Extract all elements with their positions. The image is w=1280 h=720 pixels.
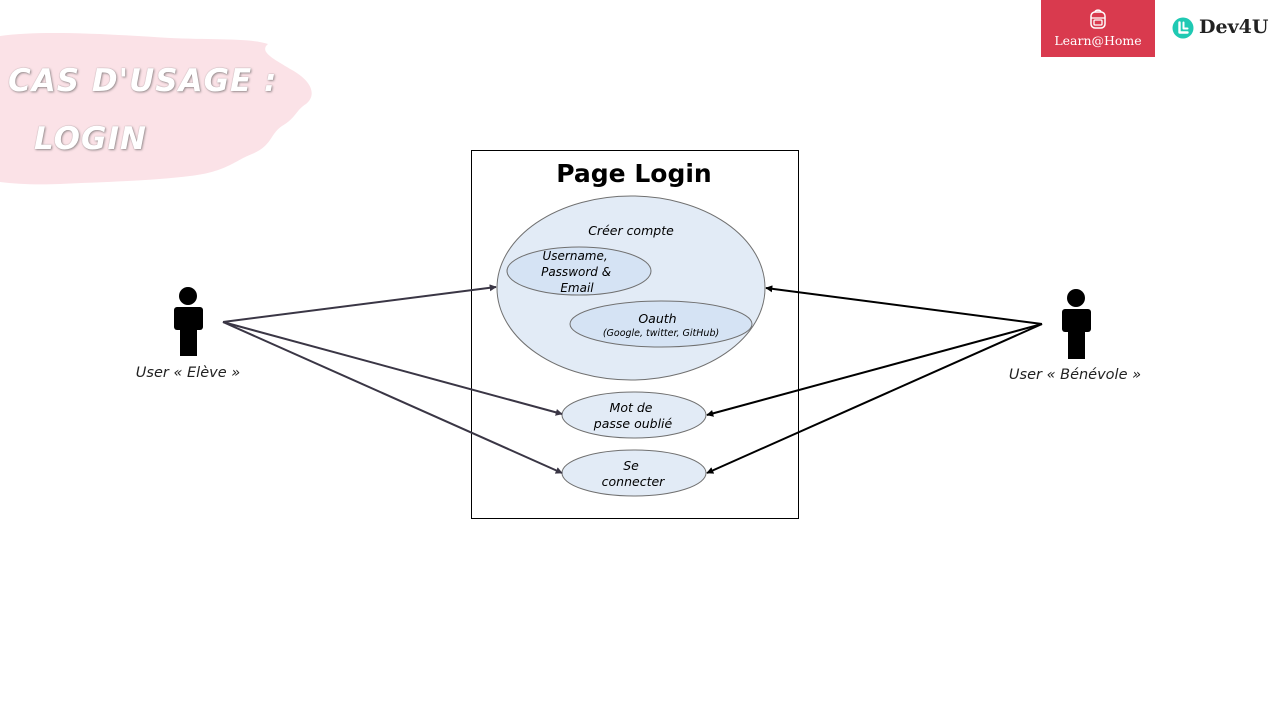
username-line-3: Email: [560, 281, 594, 295]
slide-heading: CAS D'USAGE : LOGIN: [8, 52, 338, 168]
actor-benevole-label: User « Bénévole »: [1009, 367, 1141, 383]
svg-text:Se connecter: Se connecter: [602, 458, 666, 489]
system-title: Page Login: [556, 159, 711, 188]
use-case-oauth: Oauth (Google, twitter, GitHub): [569, 300, 753, 348]
dev4u-label: Dev4U: [1199, 16, 1269, 38]
se-connecter-line-1: Se: [623, 458, 639, 473]
arrow-eleve-to-se-connecter: [222, 321, 563, 474]
mot-de-passe-line-2: passe oublié: [593, 416, 673, 431]
person-icon: [1062, 289, 1091, 359]
svg-text:Mot de passe oublié: Mot de passe oublié: [593, 400, 673, 431]
actor-eleve-label: User « Elève »: [136, 365, 240, 381]
svg-text:Username, Password &: Username, Password & Email: [541, 249, 615, 295]
actor-benevole: User « Bénévole »: [1009, 289, 1141, 383]
arrow-eleve-to-creer-compte: [222, 284, 497, 323]
mot-de-passe-line-1: Mot de: [610, 400, 653, 415]
arrow-benevole-to-creer-compte: [765, 285, 1043, 325]
heading-line-2: LOGIN: [34, 121, 147, 157]
brush-stroke-decoration: [0, 32, 312, 185]
arrow-benevole-to-mot-de-passe: [706, 323, 1043, 417]
dev4u-logo-icon: [1172, 17, 1194, 39]
oauth-line-2: (Google, twitter, GitHub): [603, 328, 719, 339]
creer-compte-label: Créer compte: [588, 223, 674, 238]
learn-at-home-logo: Learn@Home: [1041, 0, 1155, 57]
se-connecter-line-2: connecter: [602, 474, 666, 489]
username-line-2: Password &: [541, 265, 611, 279]
use-case-username-password-email: Username, Password & Email: [506, 246, 652, 296]
use-case-mot-de-passe-oublie: Mot de passe oublié: [561, 391, 707, 439]
oauth-line-1: Oauth: [638, 311, 676, 326]
use-case-se-connecter: Se connecter: [561, 449, 707, 497]
learn-at-home-label: Learn@Home: [1054, 33, 1142, 48]
username-line-1: Username,: [542, 249, 607, 263]
arrow-eleve-to-mot-de-passe: [222, 321, 563, 416]
backpack-icon: [1090, 9, 1106, 29]
svg-text:Oauth (Google, twitte: Oauth (Google, twitter, GitHub): [603, 308, 719, 339]
heading-line-1: CAS D'USAGE :: [8, 63, 278, 99]
arrow-benevole-to-se-connecter: [706, 323, 1043, 474]
person-icon: [174, 287, 203, 356]
actor-eleve: User « Elève »: [136, 287, 240, 381]
